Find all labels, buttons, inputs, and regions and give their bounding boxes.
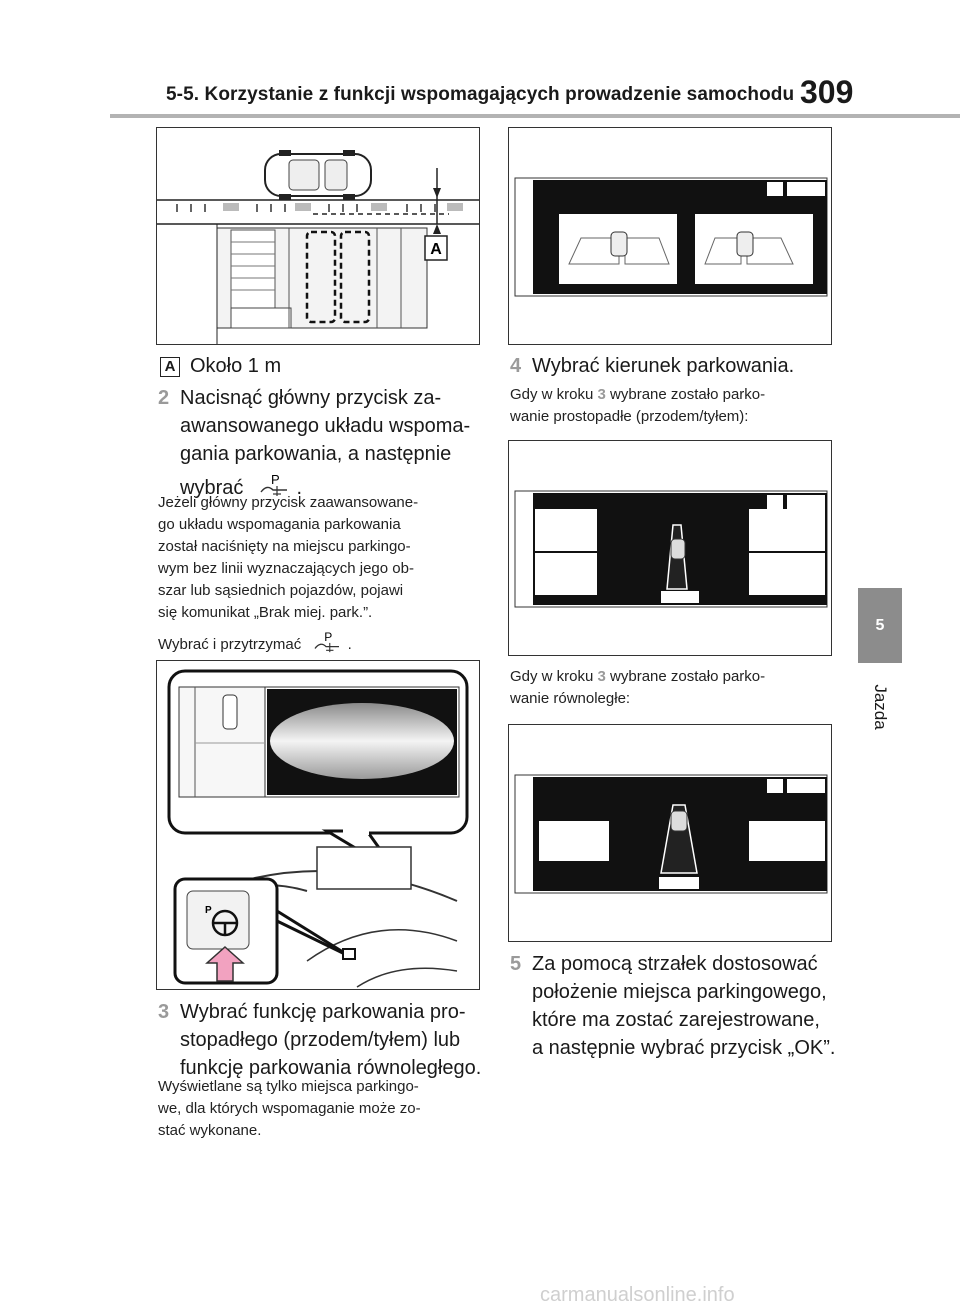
- note-line: został naciśnięty na miejscu parkingo-: [158, 538, 411, 555]
- step-text: a następnie wybrać przycisk „OK”.: [532, 1037, 836, 1059]
- callout-box-a: [424, 235, 448, 261]
- parking-lot-illustration: A: [157, 150, 479, 344]
- chapter-label-text: Jazda: [871, 684, 890, 730]
- screen-parallel: [514, 774, 828, 894]
- figure-screen-parallel: [508, 724, 832, 942]
- legend-text: Około 1 m: [190, 355, 282, 377]
- press-arrow-icon: [205, 945, 245, 982]
- step-text: Za pomocą strzałek dostosować: [532, 953, 818, 975]
- note-line: Jeżeli główny przycisk zaawansowane-: [158, 494, 419, 511]
- note-no-lines: Jeżeli główny przycisk zaawansowane- go …: [158, 492, 488, 624]
- legend-letter: A: [160, 356, 180, 377]
- running-header: 5-5. Korzystanie z funkcji wspomagającyc…: [166, 84, 795, 105]
- callout-letter: A: [430, 241, 442, 258]
- step-text: Nacisnąć główny przycisk za-: [180, 387, 442, 409]
- step-number: 2: [158, 387, 170, 409]
- note-availability: Wyświetlane są tylko miejsca parkingo- w…: [158, 1076, 488, 1142]
- figure-parking-lot: A: [156, 127, 480, 345]
- step-3: 3 Wybrać funkcję parkowania pro- stopadłe…: [158, 998, 488, 1082]
- note-line: szar lub sąsiednich pojazdów, pojawi: [158, 582, 404, 599]
- note-line: we, dla których wspomaganie może zo-: [158, 1100, 421, 1117]
- step-text: Wybrać kierunek parkowania.: [532, 355, 795, 377]
- chapter-label: Jazda: [858, 672, 902, 742]
- note-line: Gdy w kroku: [510, 386, 594, 403]
- step-text: które ma zostać zarejestrowane,: [532, 1009, 820, 1031]
- step-text: położenie miejsca parkingowego,: [532, 981, 827, 1003]
- svg-text:P: P: [325, 630, 333, 644]
- svg-text:P: P: [271, 472, 280, 487]
- step-text: Wybrać funkcję parkowania pro-: [180, 1001, 466, 1023]
- step-4: 4 Wybrać kierunek parkowania.: [510, 352, 840, 380]
- note-line: Wyświetlane są tylko miejsca parkingo-: [158, 1078, 419, 1095]
- figure-dashboard: P: [156, 660, 480, 990]
- note-parallel: Gdy w kroku 3 wybrane zostało parko- wan…: [510, 666, 840, 710]
- chapter-tab: 5: [858, 588, 902, 663]
- step-text: stopadłego (przodem/tyłem) lub: [180, 1029, 461, 1051]
- note-line: się komunikat „Brak miej. park.”.: [158, 604, 373, 621]
- note-line: wym bez linii wyznaczających jego ob-: [158, 560, 414, 577]
- step-text: awansowanego układu wspoma-: [180, 415, 471, 437]
- note-line: .: [347, 636, 352, 653]
- svg-text:P: P: [205, 905, 212, 916]
- step-number: 5: [510, 953, 522, 975]
- note-line: wybrane zostało parko-: [610, 668, 766, 685]
- chapter-number: 5: [875, 616, 885, 634]
- note-line: wanie równoległe:: [510, 690, 631, 707]
- watermark-url: carmanualsonline.info: [540, 1284, 735, 1306]
- car-top-view: [264, 150, 372, 200]
- step-number: 4: [510, 355, 522, 377]
- note-hold: Wybrać i przytrzymać P .: [158, 630, 352, 656]
- figure-screen-spots: [508, 127, 832, 345]
- step-5: 5 Za pomocą strzałek dostosować położenie…: [510, 950, 850, 1062]
- step-text: .: [296, 477, 303, 499]
- dashboard-illustration: P: [167, 669, 469, 988]
- note-line: wanie prostopadłe (przodem/tyłem):: [510, 408, 749, 425]
- parking-assist-icon: P: [314, 630, 340, 653]
- step-2: 2 Nacisnąć główny przycisk za- awansowane…: [158, 384, 488, 502]
- note-perpendicular: Gdy w kroku 3 wybrane zostało parko- wan…: [510, 384, 840, 428]
- note-line: wybrane zostało parko-: [610, 386, 766, 403]
- page-number: 309: [800, 74, 854, 110]
- step-text: wybrać: [180, 477, 244, 499]
- step-ref: 3: [597, 386, 606, 403]
- header-divider: [110, 114, 960, 118]
- note-line: Gdy w kroku: [510, 668, 594, 685]
- screen-perpendicular: [514, 490, 828, 608]
- step-text: gania parkowania, a następnie: [180, 443, 452, 465]
- parking-assist-icon: P: [260, 472, 287, 496]
- figure-screen-perpendicular: [508, 440, 832, 656]
- note-line: stać wykonane.: [158, 1122, 262, 1139]
- note-line: Wybrać i przytrzymać: [158, 636, 302, 653]
- note-line: go układu wspomagania parkowania: [158, 516, 401, 533]
- legend-item: A Około 1 m: [160, 352, 281, 380]
- step-text: funkcję parkowania równoległego.: [180, 1057, 482, 1079]
- steering-wheel-p-icon: P: [205, 905, 239, 937]
- step-number: 3: [158, 1001, 170, 1023]
- screen-parking-spots: [514, 177, 828, 297]
- step-ref: 3: [597, 668, 606, 685]
